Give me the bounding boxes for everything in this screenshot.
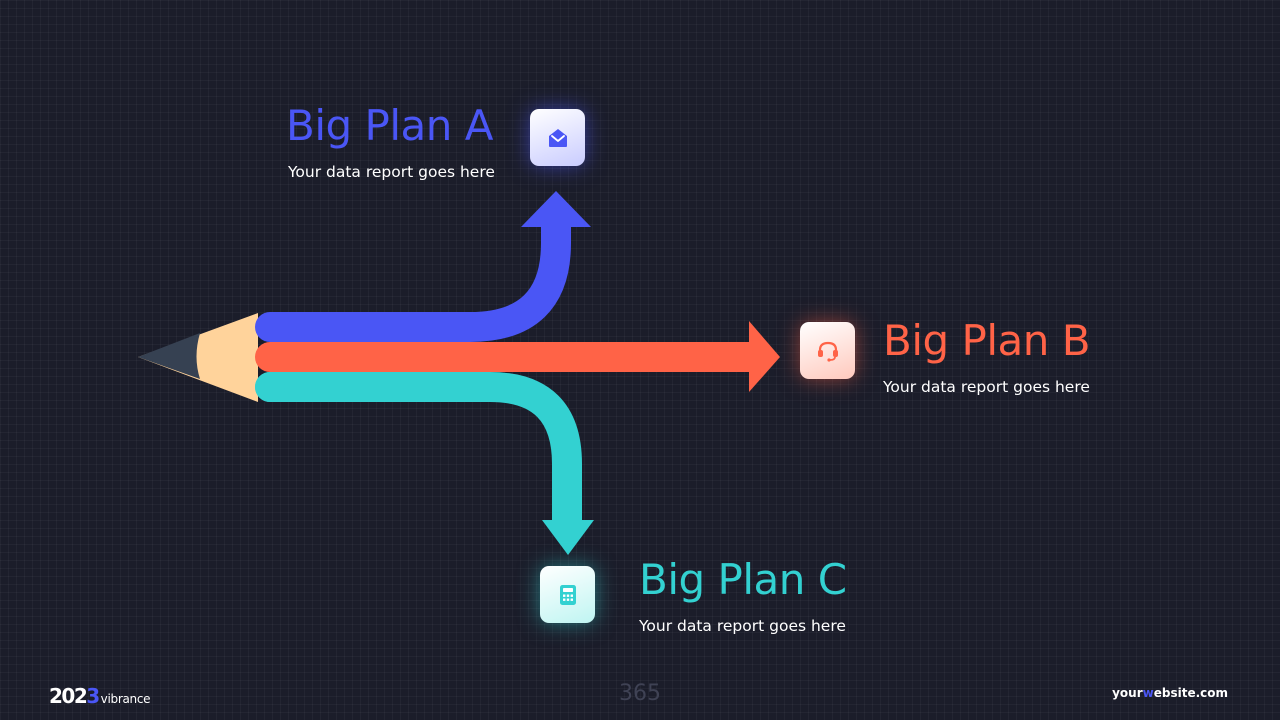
plan-b-icon-tile <box>800 322 855 379</box>
website-highlight: w <box>1142 686 1154 700</box>
brand-year-suffix: 3 <box>86 684 100 708</box>
plan-c-arrow-head <box>542 520 594 555</box>
plan-c-arrow-shaft <box>255 372 582 537</box>
plan-b-title: Big Plan B <box>883 316 1091 365</box>
plan-c-title: Big Plan C <box>639 555 847 604</box>
footer-website-link[interactable]: yourwebsite.com <box>1112 686 1228 700</box>
plan-a-arrow-shaft <box>255 207 571 342</box>
brand-name: vibrance <box>100 692 151 706</box>
envelope-icon <box>548 128 567 147</box>
calculator-icon <box>559 584 576 605</box>
plan-c-icon-tile <box>540 566 595 623</box>
headset-icon <box>817 341 838 362</box>
pencil-lead <box>138 333 200 379</box>
page-number: 365 <box>619 681 661 706</box>
website-prefix: your <box>1112 686 1143 700</box>
plan-a-title: Big Plan A <box>286 101 493 150</box>
plan-a-description: Your data report goes here <box>288 163 495 181</box>
plan-b-description: Your data report goes here <box>883 378 1090 396</box>
brand-year-prefix: 202 <box>49 684 88 708</box>
brand-year: 2023 <box>49 684 100 708</box>
plan-b-arrow-head <box>749 321 780 392</box>
plan-c-description: Your data report goes here <box>639 617 846 635</box>
pencil-wood <box>138 313 258 402</box>
plan-a-arrow-head <box>521 191 591 227</box>
plan-a-icon-tile <box>530 109 585 166</box>
website-suffix: ebsite.com <box>1153 686 1228 700</box>
